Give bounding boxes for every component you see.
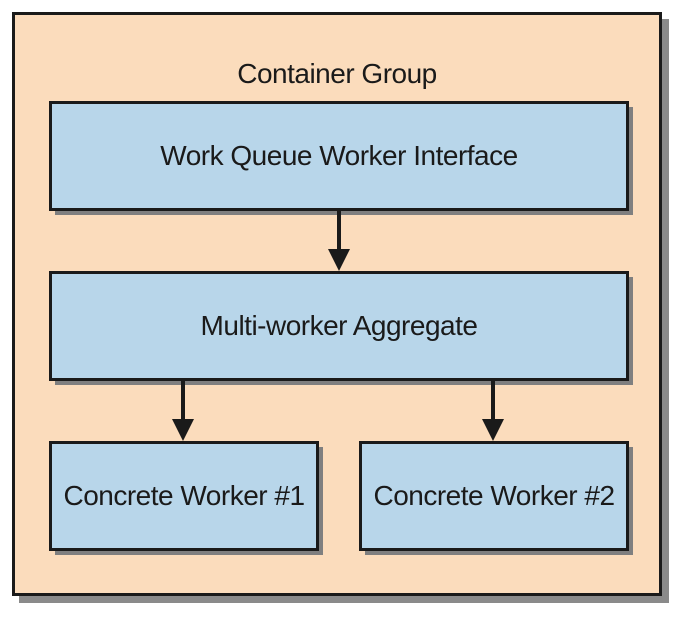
concrete-worker-1-label: Concrete Worker #1 [63, 480, 305, 511]
multi-worker-aggregate-label: Multi-worker Aggregate [200, 310, 478, 341]
concrete-worker-2-node: Concrete Worker #2 [359, 441, 629, 551]
work-queue-worker-interface-label: Work Queue Worker Interface [160, 140, 518, 171]
container-group-title: Container Group [237, 58, 437, 89]
concrete-worker-2-label: Concrete Worker #2 [373, 480, 615, 511]
concrete-worker-1-node: Concrete Worker #1 [49, 441, 319, 551]
work-queue-worker-interface-node: Work Queue Worker Interface [49, 101, 629, 211]
multi-worker-aggregate-node: Multi-worker Aggregate [49, 271, 629, 381]
